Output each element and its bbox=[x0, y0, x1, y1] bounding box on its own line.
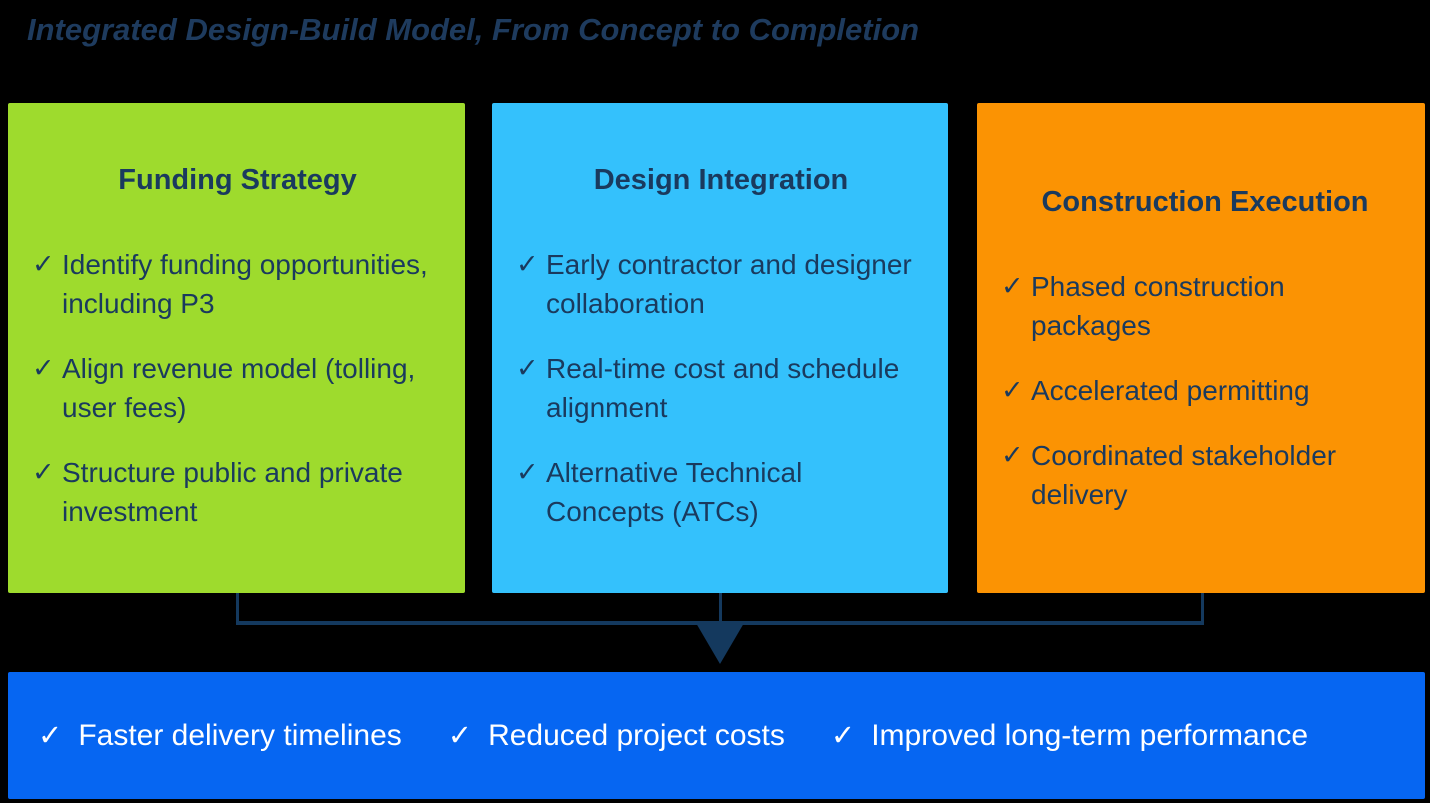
outcome-text: Reduced project costs bbox=[488, 718, 785, 752]
check-item-text: Accelerated permitting bbox=[1031, 375, 1310, 406]
check-item: ✓ Identify funding opportunities, includ… bbox=[32, 245, 443, 323]
column-design-integration: Design Integration ✓ Early contractor an… bbox=[492, 103, 948, 593]
check-icon: ✓ bbox=[516, 457, 539, 487]
check-item: ✓ Alternative Technical Concepts (ATCs) bbox=[516, 453, 926, 531]
column-funding-strategy: Funding Strategy ✓ Identify funding oppo… bbox=[8, 103, 465, 593]
check-item-text: Early contractor and designer collaborat… bbox=[546, 249, 912, 319]
check-item: ✓ Real-time cost and schedule alignment bbox=[516, 349, 926, 427]
check-icon: ✓ bbox=[447, 720, 473, 752]
connector-stub-center bbox=[719, 593, 722, 624]
column-title: Funding Strategy bbox=[118, 164, 357, 196]
check-icon: ✓ bbox=[1001, 375, 1024, 405]
check-item: ✓ Coordinated stakeholder delivery bbox=[1001, 436, 1409, 514]
column-title: Design Integration bbox=[593, 164, 849, 196]
check-item: ✓ Early contractor and designer collabor… bbox=[516, 245, 926, 323]
check-item-text: Identify funding opportunities, includin… bbox=[62, 249, 428, 319]
check-list: ✓ Early contractor and designer collabor… bbox=[516, 245, 926, 531]
check-item-text: Phased construction packages bbox=[1031, 271, 1285, 341]
check-item-text: Real-time cost and schedule alignment bbox=[546, 353, 900, 423]
outcomes-bar: ✓ Faster delivery timelines ✓ Reduced pr… bbox=[8, 672, 1425, 799]
check-icon: ✓ bbox=[32, 249, 55, 279]
connector-stub-left bbox=[236, 593, 239, 624]
outcome-item: ✓ Reduced project costs bbox=[448, 718, 785, 753]
down-arrow-icon bbox=[696, 623, 744, 664]
outcome-item: ✓ Improved long-term performance bbox=[831, 718, 1308, 753]
check-item: ✓ Structure public and private investmen… bbox=[32, 453, 443, 531]
outcome-item: ✓ Faster delivery timelines bbox=[38, 718, 402, 753]
check-icon: ✓ bbox=[516, 249, 539, 279]
check-list: ✓ Identify funding opportunities, includ… bbox=[32, 245, 443, 531]
check-icon: ✓ bbox=[1001, 271, 1024, 301]
check-item: ✓ Phased construction packages bbox=[1001, 267, 1409, 345]
check-icon: ✓ bbox=[830, 720, 856, 752]
check-item-text: Structure public and private investment bbox=[62, 457, 403, 527]
check-icon: ✓ bbox=[32, 353, 55, 383]
check-list: ✓ Phased construction packages ✓ Acceler… bbox=[1001, 267, 1409, 514]
slide-title: Integrated Design-Build Model, From Conc… bbox=[27, 12, 920, 47]
check-icon: ✓ bbox=[38, 720, 63, 752]
column-construction-execution: Construction Execution ✓ Phased construc… bbox=[977, 103, 1425, 593]
check-item: ✓ Accelerated permitting bbox=[1001, 371, 1409, 410]
outcome-text: Improved long-term performance bbox=[871, 718, 1309, 752]
check-item-text: Coordinated stakeholder delivery bbox=[1031, 440, 1337, 510]
outcome-text: Faster delivery timelines bbox=[78, 718, 402, 752]
connector-stub-right bbox=[1201, 593, 1204, 624]
check-item-text: Alternative Technical Concepts (ATCs) bbox=[546, 457, 803, 527]
check-item-text: Align revenue model (tolling, user fees) bbox=[62, 353, 416, 423]
column-title: Construction Execution bbox=[1041, 186, 1369, 218]
check-icon: ✓ bbox=[516, 353, 539, 383]
check-icon: ✓ bbox=[32, 457, 55, 487]
check-icon: ✓ bbox=[1001, 440, 1024, 470]
check-item: ✓ Align revenue model (tolling, user fee… bbox=[32, 349, 443, 427]
